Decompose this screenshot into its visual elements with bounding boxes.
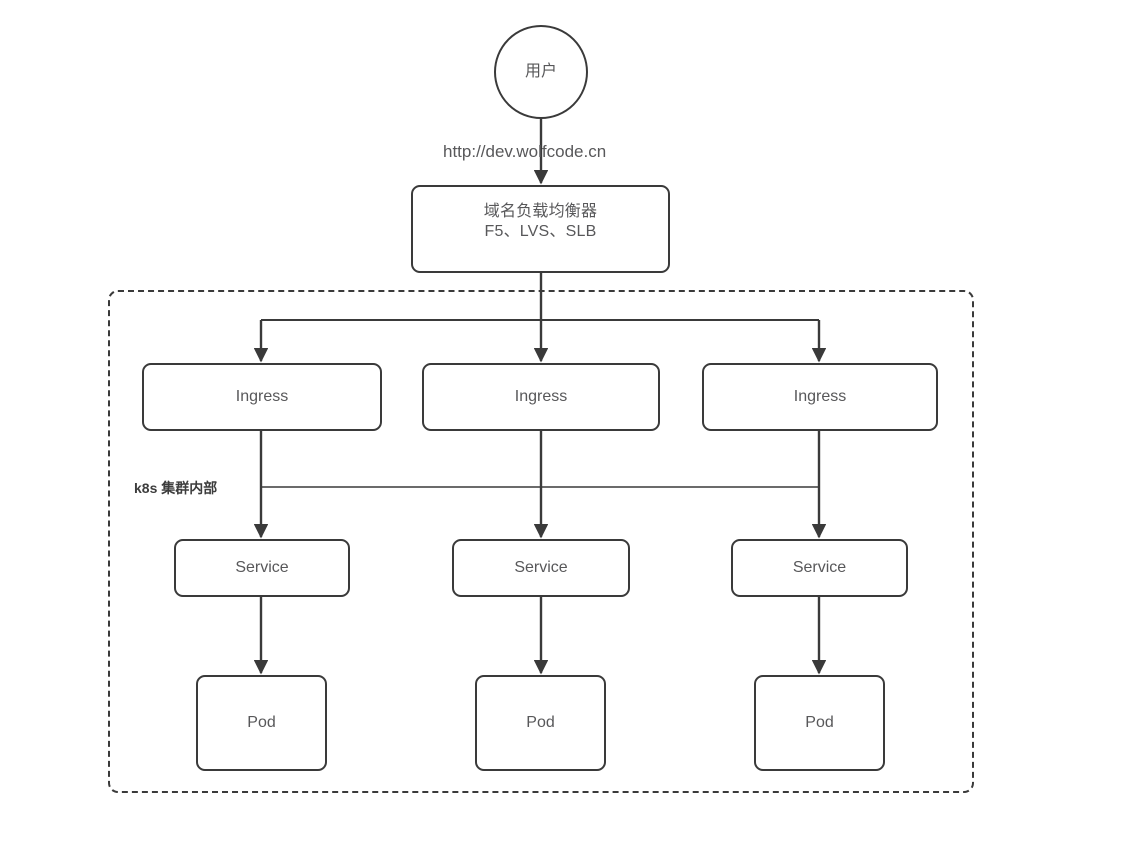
node-load-balancer-label: 域名负载均衡器 F5、LVS、SLB: [483, 203, 598, 241]
k8s-cluster-boundary: [108, 290, 974, 793]
node-service-1[interactable]: Service: [174, 539, 350, 597]
node-user-label: 用户: [524, 62, 557, 80]
node-pod-2-label: Pod: [526, 713, 555, 731]
node-service-3-label: Service: [792, 558, 847, 576]
node-ingress-1[interactable]: Ingress: [142, 363, 382, 431]
node-ingress-1-label: Ingress: [235, 387, 289, 405]
edge-label-url: http://dev.wolfcode.cn: [443, 142, 607, 161]
node-ingress-3-label: Ingress: [793, 387, 847, 405]
node-ingress-2[interactable]: Ingress: [422, 363, 660, 431]
node-pod-1[interactable]: Pod: [196, 675, 327, 771]
k8s-cluster-label: k8s 集群内部: [131, 477, 221, 499]
node-service-3[interactable]: Service: [731, 539, 908, 597]
node-pod-1-label: Pod: [247, 713, 276, 731]
node-service-2-label: Service: [514, 558, 568, 576]
node-ingress-3[interactable]: Ingress: [702, 363, 938, 431]
node-service-1-label: Service: [235, 558, 289, 576]
node-pod-2[interactable]: Pod: [475, 675, 606, 771]
node-pod-3[interactable]: Pod: [754, 675, 885, 771]
node-service-2[interactable]: Service: [452, 539, 630, 597]
node-ingress-2-label: Ingress: [514, 387, 568, 405]
node-pod-3-label: Pod: [805, 713, 834, 731]
node-load-balancer[interactable]: 域名负载均衡器 F5、LVS、SLB: [411, 185, 670, 273]
node-user[interactable]: 用户: [494, 25, 588, 119]
